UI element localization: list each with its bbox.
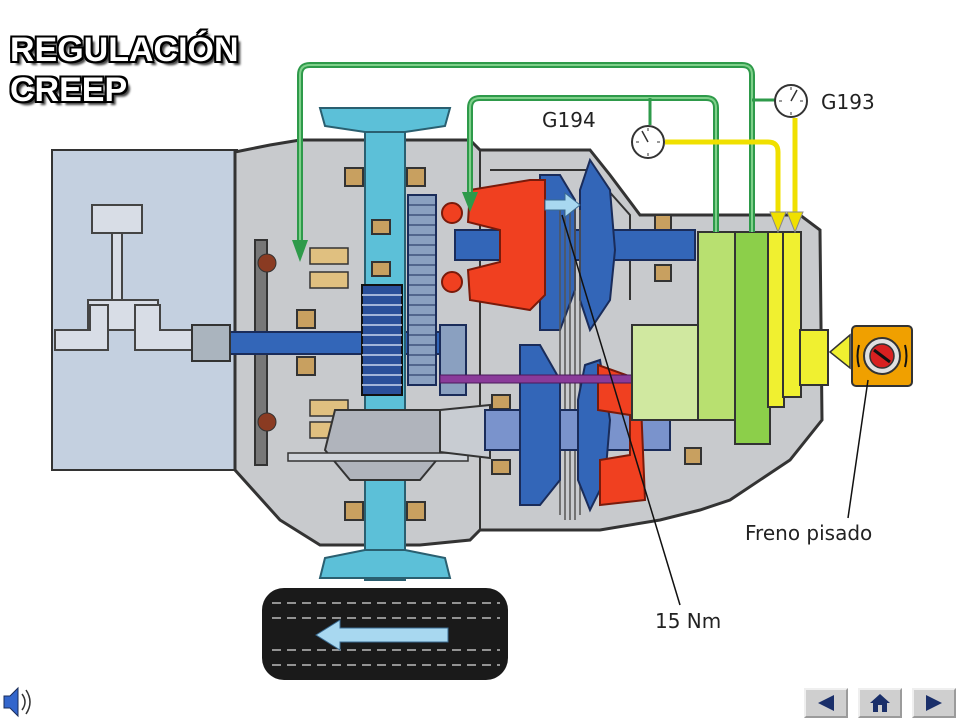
speaker-icon[interactable] (3, 686, 31, 718)
brake-signal-arrow (828, 333, 851, 370)
page-title: REGULACIÓN CREEP (10, 30, 239, 110)
clutch-valve-dark (734, 231, 771, 445)
planet-gears (361, 284, 403, 396)
arrow-right-icon (926, 695, 942, 711)
label-torque: 15 Nm (655, 609, 722, 633)
home-icon (870, 694, 890, 712)
label-brake: Freno pisado (745, 521, 873, 545)
title-line-1: REGULACIÓN (10, 31, 239, 69)
torque-leader (561, 214, 681, 606)
prev-button[interactable] (804, 688, 848, 718)
label-g193: G193 (821, 90, 875, 114)
flow-arrow-icon (544, 191, 581, 219)
pinion-gear (439, 324, 467, 396)
driven-pulley-sheave (519, 344, 561, 506)
clutch-valve-light (697, 231, 739, 421)
bevel-gear (439, 403, 491, 460)
bottom-flange (318, 549, 452, 579)
label-g194: G194 (542, 108, 596, 132)
direction-arrow-icon (315, 619, 449, 651)
title-line-2: CREEP (10, 71, 128, 109)
brake-input-block (799, 329, 829, 386)
control-block (631, 324, 703, 421)
ring-gear (407, 194, 437, 386)
piston (54, 204, 196, 351)
arrow-left-icon (818, 695, 834, 711)
differential (323, 409, 447, 481)
gauge-g193-icon (774, 84, 808, 118)
signal-line-g194 (665, 139, 781, 218)
top-flange (318, 107, 452, 133)
bearings (296, 167, 702, 521)
pressure-sensor-block-b (782, 231, 802, 398)
drive-pressure-chamber (466, 179, 546, 312)
gauge-g194-icon (631, 125, 665, 159)
transfer-shaft (439, 374, 636, 384)
pressure-sensor-block-a (767, 231, 785, 408)
next-button[interactable] (912, 688, 956, 718)
brake-leader (847, 379, 869, 519)
home-button[interactable] (858, 688, 902, 718)
